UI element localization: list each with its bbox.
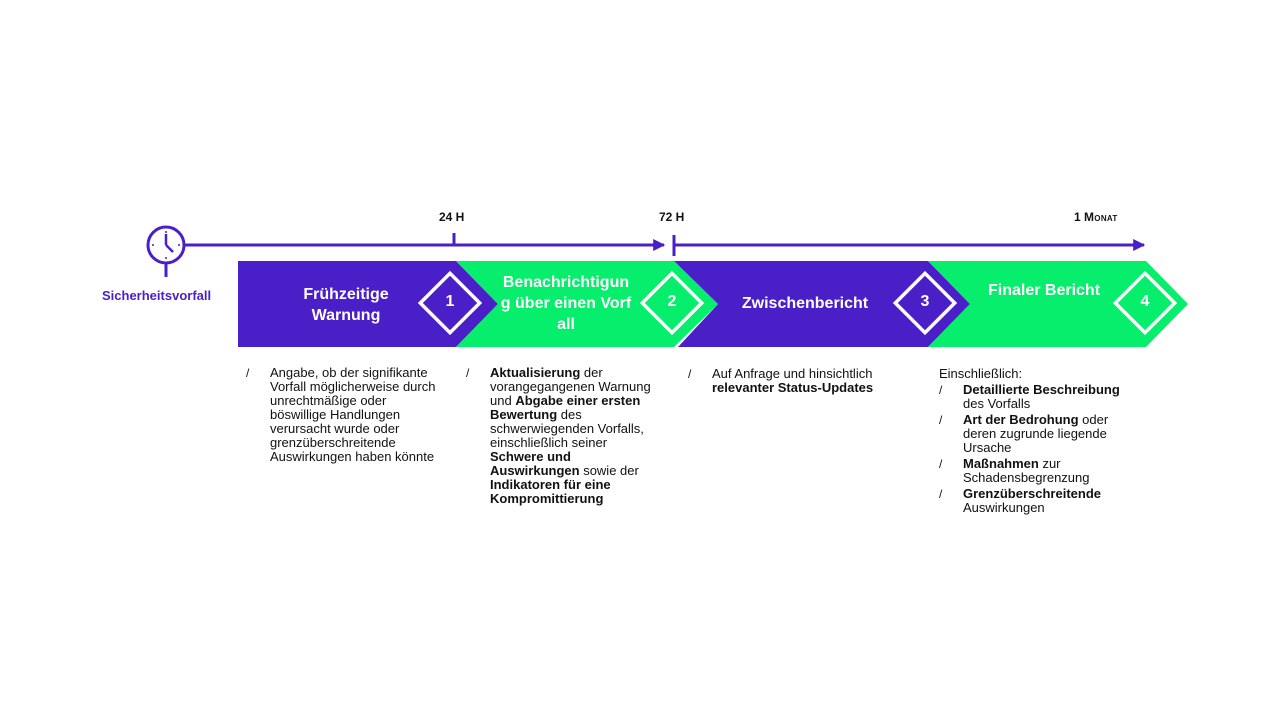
stage-3-diamond: [892, 270, 958, 336]
stage-1-shape: [238, 261, 498, 347]
stage-2-title: Benachrichtigung über einen Vorfall: [500, 274, 632, 333]
stage-1-details: / Angabe, ob der signifikante Vorfall mö…: [246, 365, 436, 464]
tick-label-24h: 24 H: [439, 210, 465, 224]
stage-1-diamond: [417, 270, 483, 336]
stage-2-details: / Aktualisierung der vorangegangenen War…: [466, 365, 651, 506]
stage-2-shape: [456, 261, 718, 347]
stage-1-title: Frühzeitige Warnung: [303, 286, 389, 324]
list-item: / Grenzüberschreitende Auswirkungen: [939, 486, 1101, 515]
list-item: / Art der Bedrohung oder deren zugrunde …: [939, 412, 1109, 455]
list-item: / Maßnahmen zur Schadensbegrenzung: [939, 456, 1090, 485]
stage-3-title: Zwischenbericht: [741, 295, 869, 312]
stage-4-details: Einschließlich: / Detaillierte Beschreib…: [939, 367, 1144, 517]
clock-icon: [146, 225, 186, 277]
stage-4-intro: Einschließlich:: [939, 366, 1023, 381]
list-item: / Detaillierte Beschreibung des Vorfalls: [939, 382, 1120, 411]
stage-4-diamond: [1112, 270, 1178, 336]
stage-3-shape: [674, 261, 970, 347]
tick-label-1-monat: 1 Monat: [1074, 210, 1118, 224]
start-label: Sicherheitsvorfall: [102, 288, 212, 303]
stage-4-shape: [928, 261, 1188, 347]
stage-1-number: 1: [445, 293, 455, 310]
stage-4-number: 4: [1140, 293, 1150, 310]
stage-3-number: 3: [920, 293, 930, 310]
tick-label-72h: 72 H: [659, 210, 685, 224]
stage-3-details: / Auf Anfrage und hinsichtlich relevante…: [688, 366, 874, 395]
stage-4-title: Finaler Bericht: [987, 282, 1101, 299]
stage-2-diamond: [639, 270, 705, 336]
stage-2-number: 2: [667, 293, 677, 310]
